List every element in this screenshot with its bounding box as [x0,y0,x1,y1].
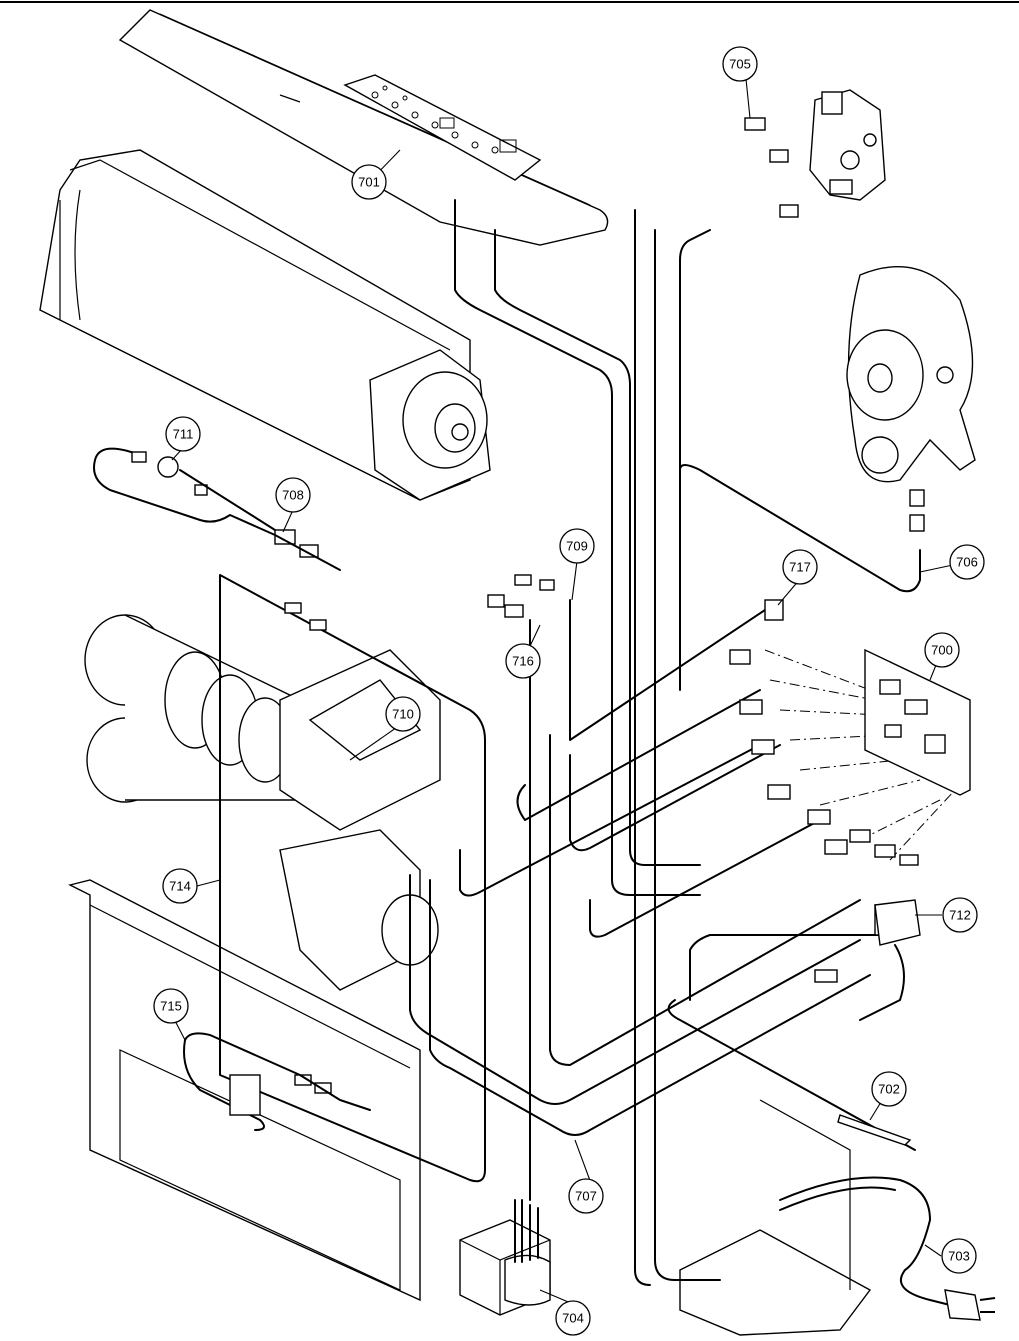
callout-704: 704 [555,1300,591,1336]
wiring-harness [219,199,921,1286]
callout-708: 708 [275,477,311,513]
callout-711: 711 [165,416,201,452]
callout-707: 707 [568,1178,604,1214]
svg-text:714: 714 [169,879,191,894]
callout-715: 715 [153,988,189,1024]
callout-706: 706 [949,544,985,580]
overheat-switch-712 [859,899,921,1021]
svg-text:710: 710 [392,707,414,722]
callout-712: 712 [942,897,978,933]
thermistor-702 [837,1114,912,1146]
callout-705: 705 [722,46,758,82]
svg-text:708: 708 [282,488,304,503]
combustion-fan [846,266,976,483]
main-pcb-700 [864,648,971,796]
control-board-701 [343,74,542,181]
svg-text:701: 701 [358,175,380,190]
callout-717: 717 [782,549,818,585]
burner-assembly [84,614,441,991]
blower-motor [369,349,491,501]
svg-text:702: 702 [878,1082,900,1097]
svg-text:706: 706 [956,555,978,570]
power-cord-703 [779,1176,996,1321]
svg-text:715: 715 [160,999,182,1014]
callout-714: 714 [162,868,198,904]
callout-710: 710 [385,696,421,732]
svg-text:704: 704 [562,1311,584,1326]
thermostat-711 [93,447,341,571]
svg-text:700: 700 [931,643,953,658]
svg-text:705: 705 [729,57,751,72]
callout-709: 709 [559,528,595,564]
heat-exchanger [39,149,471,501]
svg-text:703: 703 [948,1249,970,1264]
gas-valve [809,89,886,201]
junction-box [679,1099,872,1336]
svg-text:707: 707 [575,1189,597,1204]
callout-703: 703 [941,1238,977,1274]
callout-716: 716 [505,643,541,679]
svg-text:717: 717 [789,560,811,575]
callout-702: 702 [871,1071,907,1107]
svg-text:712: 712 [949,908,971,923]
svg-text:711: 711 [173,427,194,442]
transformer-704 [459,1199,551,1316]
callout-700: 700 [924,632,960,668]
svg-text:709: 709 [566,539,588,554]
callout-701: 701 [351,164,387,200]
svg-text:716: 716 [512,654,534,669]
sensor-715 [183,1032,371,1131]
